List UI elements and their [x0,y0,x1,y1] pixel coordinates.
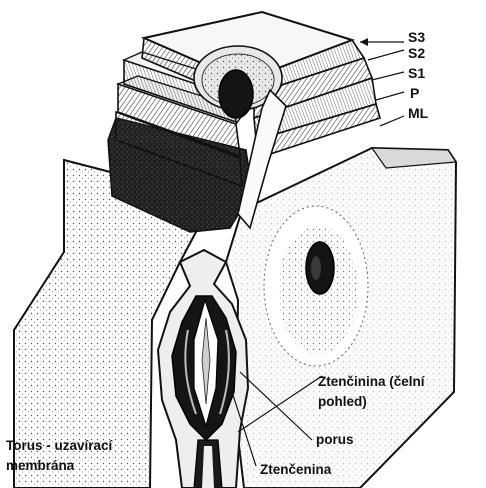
pit-field-front-view [264,206,368,366]
label-ztencinina-line1: Ztenčinina (čelní [318,372,425,392]
label-torus-line2: membrána [6,456,112,476]
label-s1: S1 [408,66,425,80]
label-ztencinina-line2: pohled) [318,392,425,412]
label-porus: porus [316,430,354,450]
label-p: P [410,86,419,100]
label-ztencenina: Ztenčenina [260,460,331,480]
pit-aperture [219,70,253,118]
label-ml: ML [408,106,428,120]
label-torus-membrane: Torus - uzavírací membrána [6,436,112,476]
label-torus-line1: Torus - uzavírací [6,436,112,456]
label-s2: S2 [408,46,425,60]
label-s3: S3 [408,30,425,44]
label-ztencinina-front-view: Ztenčinina (čelní pohled) [318,372,425,412]
